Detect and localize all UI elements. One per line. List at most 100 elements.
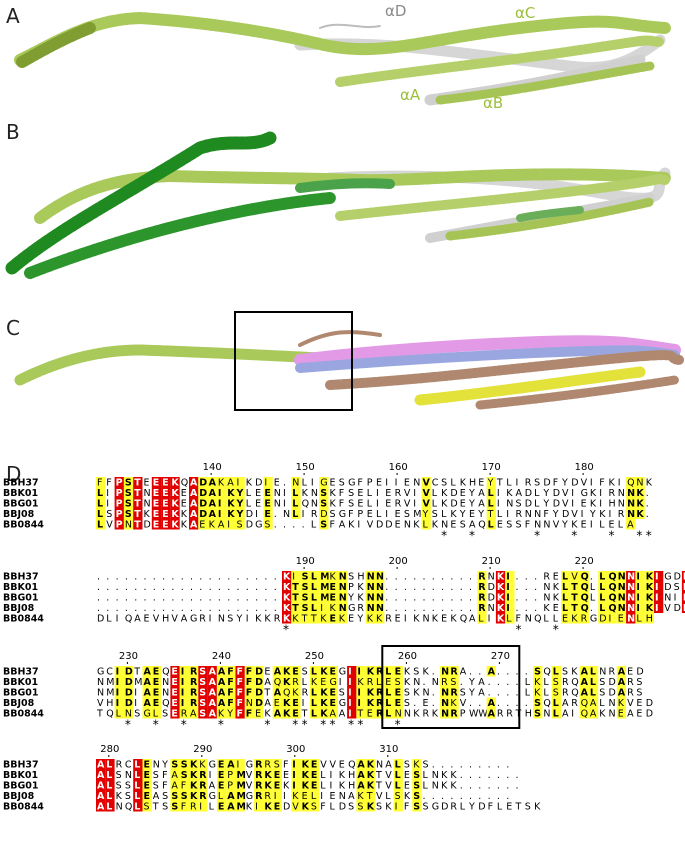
residue: G bbox=[339, 509, 346, 520]
residue: R bbox=[395, 488, 402, 499]
similar-cell bbox=[263, 780, 273, 791]
residue: L bbox=[618, 520, 624, 531]
residue: V bbox=[97, 698, 104, 709]
residue: R bbox=[116, 760, 123, 771]
similar-cell bbox=[291, 666, 301, 677]
residue: E bbox=[385, 677, 391, 688]
similar-cell bbox=[635, 498, 645, 509]
residue: S bbox=[199, 709, 206, 720]
residue: S bbox=[162, 709, 168, 720]
position-number: 270 bbox=[491, 651, 510, 662]
residue: E bbox=[618, 709, 624, 720]
residue: I bbox=[636, 593, 640, 604]
residue: R bbox=[181, 709, 188, 720]
residue: . bbox=[478, 770, 481, 781]
residue: R bbox=[255, 770, 263, 781]
residue: K bbox=[646, 582, 654, 593]
similar-cell bbox=[644, 602, 654, 613]
residue: G bbox=[339, 698, 346, 709]
residue: E bbox=[181, 499, 187, 510]
residue: K bbox=[450, 614, 457, 625]
residue: I bbox=[218, 488, 222, 499]
residue: Q bbox=[581, 603, 589, 614]
residue: I bbox=[636, 572, 640, 583]
residue: L bbox=[311, 688, 317, 699]
residue: V bbox=[627, 698, 634, 709]
residue: Q bbox=[609, 593, 617, 604]
residue: F bbox=[283, 760, 288, 771]
residue: A bbox=[348, 791, 355, 802]
residue: N bbox=[339, 593, 347, 604]
residue: F bbox=[488, 802, 493, 813]
residue: L bbox=[488, 488, 494, 499]
residue: L bbox=[525, 677, 531, 688]
residue: S bbox=[264, 520, 270, 531]
conserved-cell bbox=[133, 498, 143, 509]
residue: W bbox=[469, 709, 479, 720]
sequence-name: BBH37 bbox=[3, 572, 39, 583]
residue: E bbox=[144, 760, 151, 771]
similar-cell bbox=[300, 759, 310, 770]
residue: L bbox=[311, 698, 317, 709]
residue: E bbox=[450, 520, 456, 531]
similar-cell bbox=[142, 697, 152, 708]
residue: K bbox=[292, 688, 299, 699]
residue: S bbox=[302, 603, 309, 614]
residue: D bbox=[255, 667, 263, 678]
similar-cell bbox=[365, 581, 375, 592]
residue: A bbox=[562, 709, 569, 720]
residue: Y bbox=[226, 709, 233, 720]
residue: E bbox=[395, 509, 401, 520]
residue: A bbox=[274, 688, 282, 699]
residue: N bbox=[441, 667, 449, 678]
similar-cell bbox=[365, 708, 375, 719]
residue: . bbox=[478, 698, 481, 709]
residue: A bbox=[190, 520, 198, 531]
residue: . bbox=[478, 760, 481, 771]
residue: T bbox=[134, 520, 141, 531]
residue: . bbox=[450, 582, 453, 593]
similar-cell bbox=[170, 790, 180, 801]
similar-cell bbox=[254, 676, 264, 687]
residue: S bbox=[413, 667, 419, 678]
residue: E bbox=[618, 614, 624, 625]
residue: . bbox=[144, 603, 147, 614]
conserved-cell bbox=[495, 613, 506, 624]
residue: S bbox=[134, 709, 140, 720]
residue: . bbox=[460, 781, 463, 792]
sequence-name: BBK01 bbox=[3, 677, 38, 688]
residue: . bbox=[171, 582, 174, 593]
position-number: 250 bbox=[305, 651, 324, 662]
similar-cell bbox=[598, 602, 608, 613]
similar-cell bbox=[291, 571, 301, 582]
similar-cell bbox=[291, 592, 301, 603]
position-number: 260 bbox=[398, 651, 417, 662]
similar-cell bbox=[626, 487, 636, 498]
residue: F bbox=[320, 802, 325, 813]
residue: K bbox=[218, 478, 225, 489]
residue: V bbox=[385, 770, 392, 781]
residue: L bbox=[302, 478, 308, 489]
residue: K bbox=[264, 770, 272, 781]
residue: L bbox=[599, 698, 605, 709]
residue: D bbox=[125, 698, 133, 709]
residue: . bbox=[646, 499, 649, 510]
similar-cell bbox=[477, 581, 487, 592]
residue: . bbox=[255, 572, 258, 583]
residue: . bbox=[469, 582, 472, 593]
similar-cell bbox=[588, 687, 599, 698]
conserved-cell bbox=[96, 801, 106, 812]
residue: I bbox=[376, 499, 379, 510]
residue: I bbox=[237, 478, 240, 489]
residue: E bbox=[395, 698, 402, 709]
residue: P bbox=[357, 509, 363, 520]
residue: N bbox=[218, 614, 225, 625]
residue: N bbox=[441, 688, 449, 699]
similar-cell bbox=[384, 676, 394, 687]
residue: Q bbox=[581, 709, 588, 720]
residue: N bbox=[618, 582, 626, 593]
residue: M bbox=[413, 509, 421, 520]
residue: S bbox=[413, 802, 420, 813]
residue: S bbox=[460, 520, 466, 531]
residue: E bbox=[562, 614, 568, 625]
